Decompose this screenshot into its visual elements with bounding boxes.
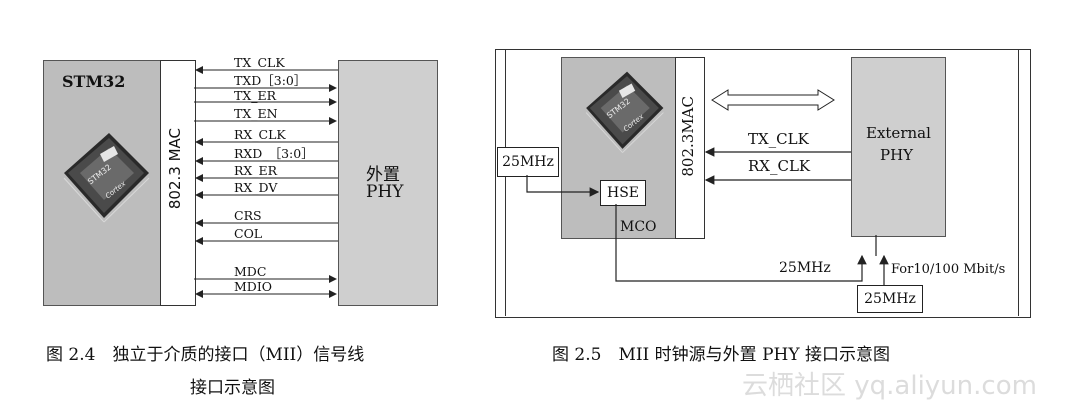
signal-rxd: RXD_［3:0］ — [234, 146, 314, 161]
signal-col: COL — [234, 226, 263, 241]
tx-clk-label: TX_CLK — [748, 130, 809, 148]
phy-label-left-cn: 外置 — [366, 165, 400, 185]
left-caption-line2: 接口示意图 — [190, 378, 275, 398]
stm32-chip-image: STM32 Cortex — [54, 118, 154, 228]
right-caption: 图 2.5 MII 时钟源与外置 PHY 接口示意图 — [552, 345, 890, 365]
oscillator-25mhz-box: 25MHz — [497, 147, 559, 177]
left-caption-line1: 图 2.4 独立于介质的接口（MII）信号线 — [46, 345, 365, 365]
signal-tx-er: TX_ER — [234, 88, 277, 103]
signal-mdio: MDIO — [234, 279, 273, 294]
mode-label: For10/100 Mbit/s — [891, 262, 1006, 277]
mco-label: MCO — [620, 219, 657, 235]
hse-box: HSE — [600, 180, 646, 206]
signal-rx-er: RX_ER — [234, 163, 278, 178]
right-frame-inner-left — [505, 49, 506, 316]
watermark-text: 云栖社区 yq.aliyun.com — [742, 371, 1037, 401]
mcu-chip-image: STM32 Cortex — [575, 58, 670, 158]
external-phy-label-1: External — [866, 124, 931, 142]
external-phy-label-2: PHY — [880, 146, 914, 164]
mac-block-right — [675, 57, 705, 239]
signal-tx-en: TX_EN — [234, 106, 278, 121]
phy-label-left-en: PHY — [366, 182, 404, 202]
signal-rx-dv: RX_DV — [234, 180, 278, 195]
bidirectional-bus-arrow — [711, 89, 835, 111]
signal-txd: TXD［3:0］ — [234, 73, 307, 88]
external-phy-block — [851, 57, 946, 237]
external-oscillator-box: 25MHz — [857, 285, 923, 313]
signal-rx-clk: RX_CLK — [234, 127, 286, 142]
signal-tx-clk: TX_CLK — [234, 55, 285, 70]
right-frame — [495, 49, 1031, 318]
mco-freq-label: 25MHz — [779, 260, 831, 276]
phy-block-left — [338, 60, 438, 306]
right-frame-inner-right — [1018, 49, 1019, 316]
stm32-title: STM32 — [62, 72, 126, 91]
signal-mdc: MDC — [234, 264, 267, 279]
mac-block-left — [160, 60, 196, 306]
rx-clk-label: RX_CLK — [748, 157, 811, 175]
signal-crs: CRS — [234, 208, 262, 223]
